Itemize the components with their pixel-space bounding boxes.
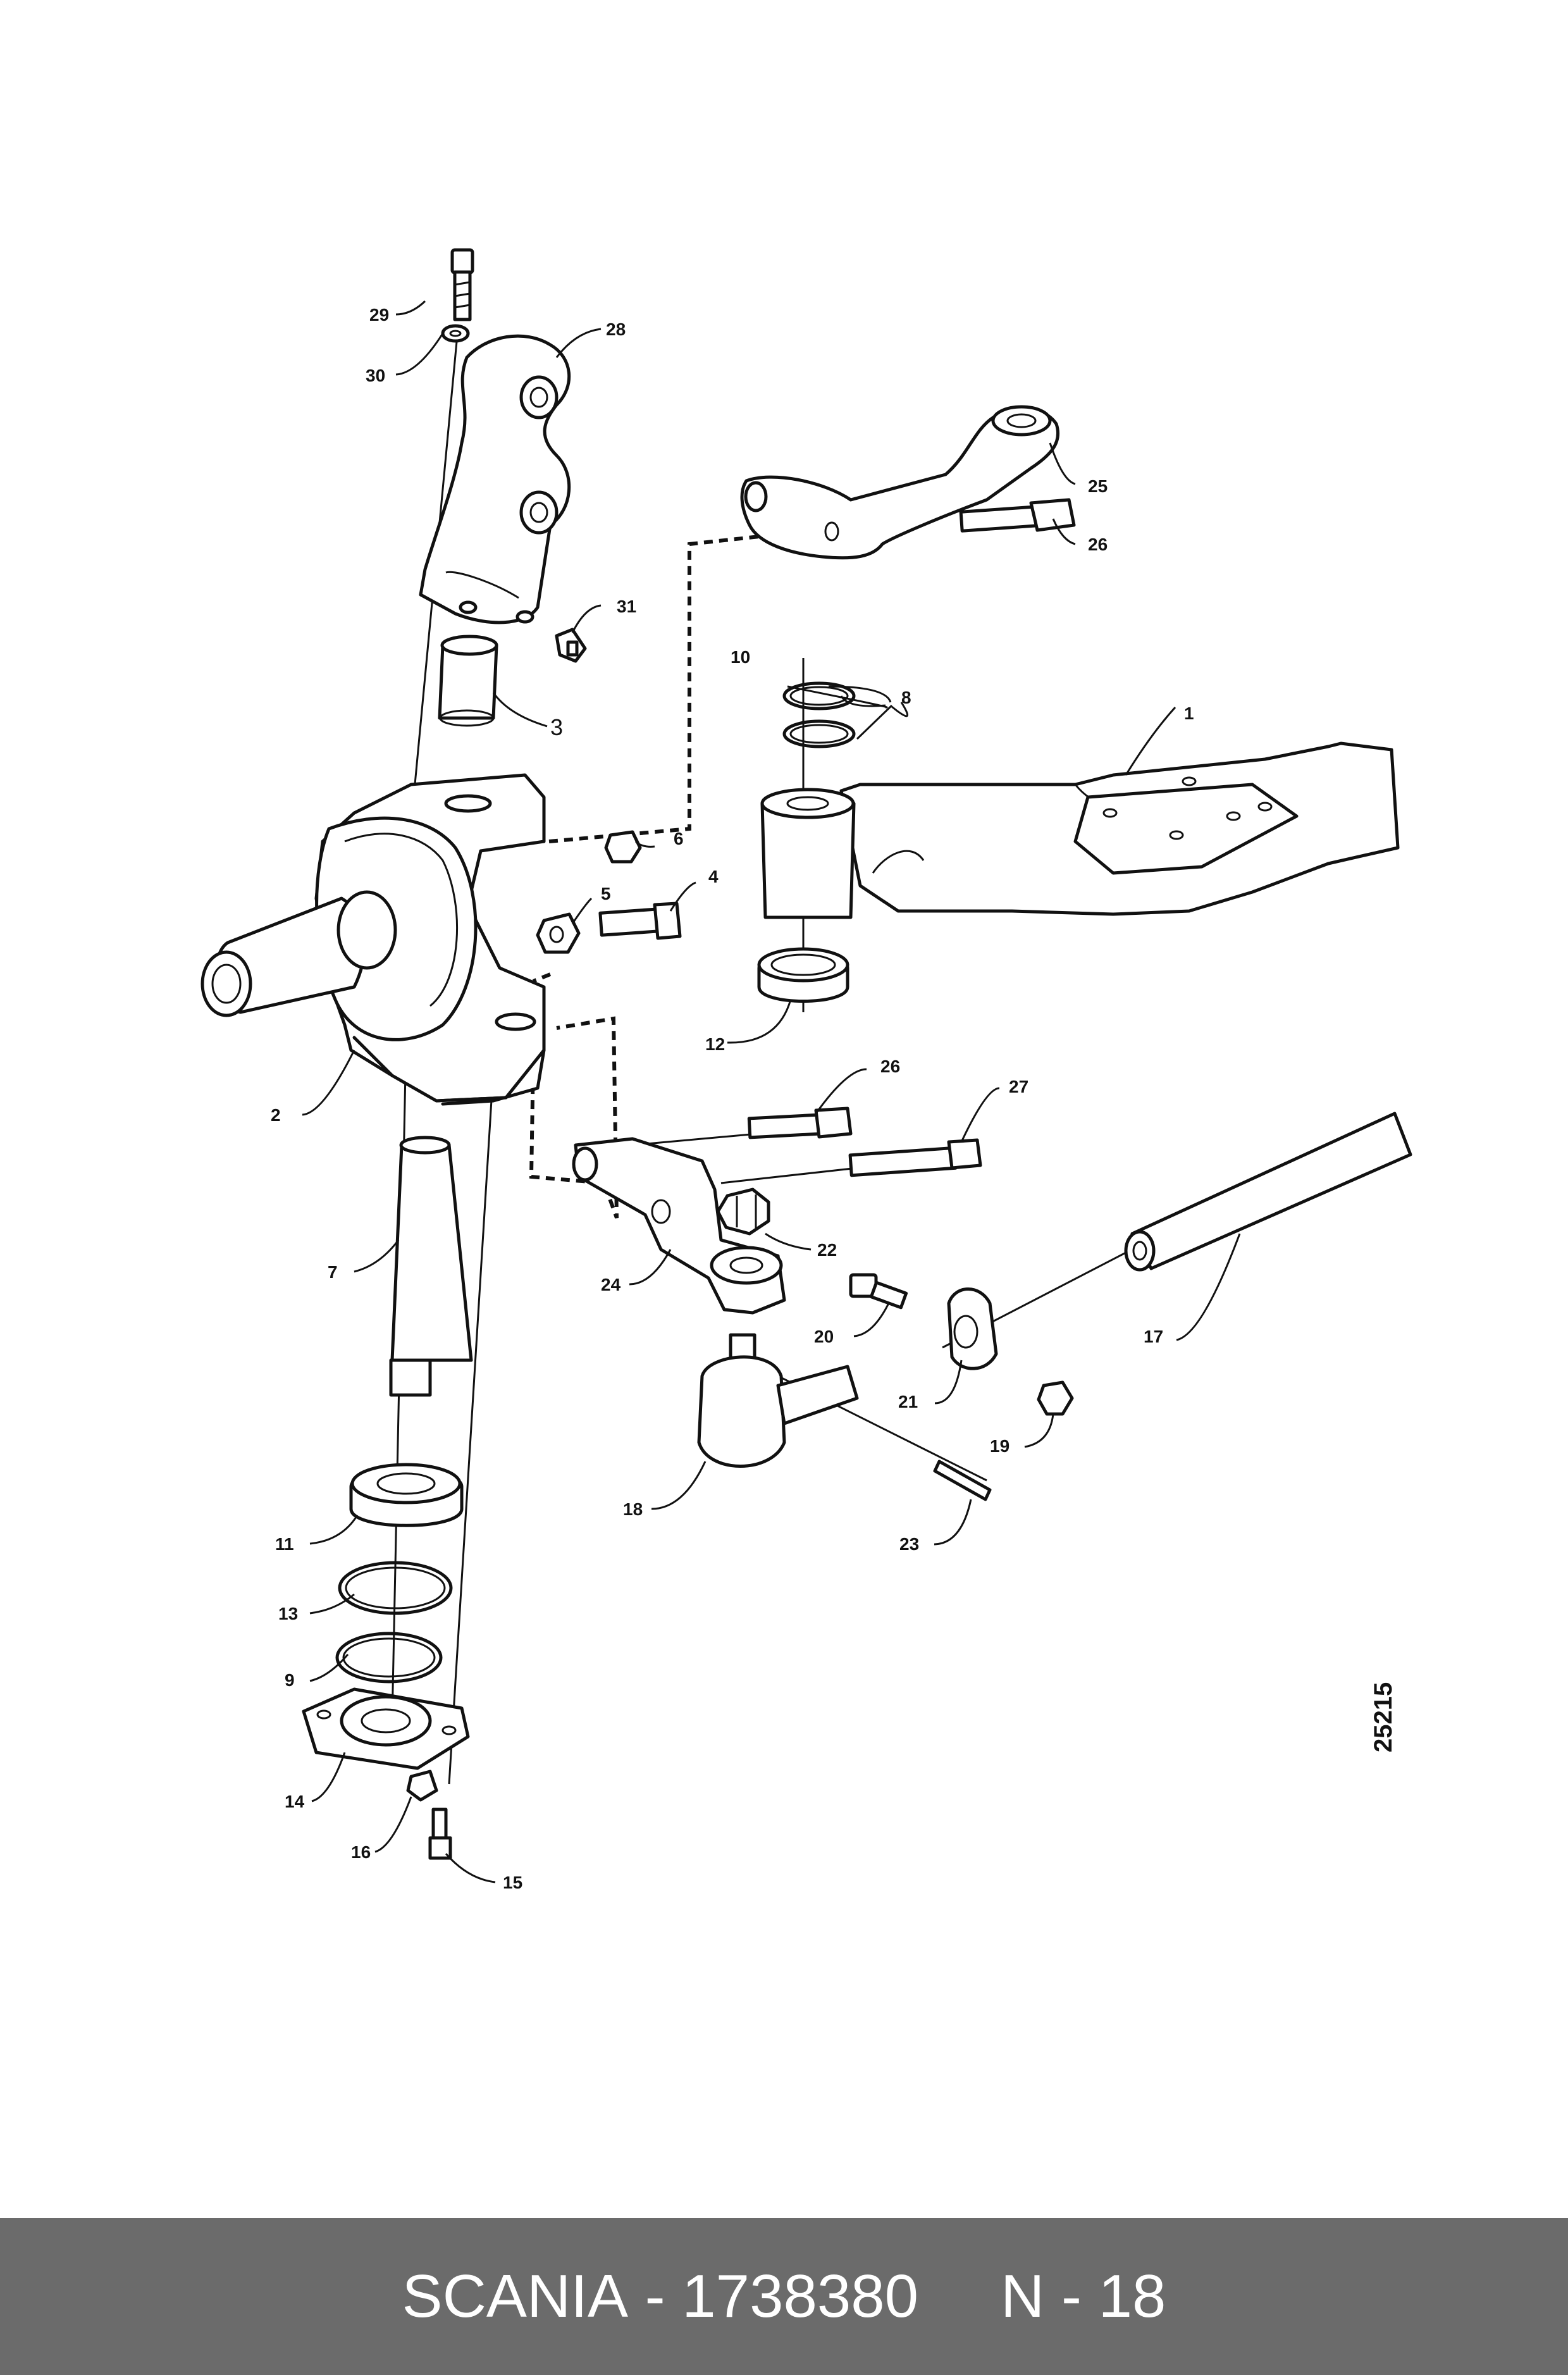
callout-29: 29 <box>369 305 389 325</box>
callout-3: 3 <box>550 714 563 740</box>
bushing-3 <box>438 635 498 727</box>
part-number: 1738380 <box>682 2262 919 2330</box>
cover-14 <box>302 1687 470 1770</box>
ring-10 <box>782 681 856 710</box>
dashed-link-lines <box>529 526 836 1219</box>
callout-21: 21 <box>898 1392 918 1411</box>
nut-5 <box>536 912 581 954</box>
callout-28: 28 <box>606 319 626 339</box>
callout-7: 7 <box>328 1262 338 1282</box>
callout-12: 12 <box>705 1034 725 1054</box>
callout-6: 6 <box>674 829 684 848</box>
callout-labels: 29 30 28 31 3 25 26 10 8 1 6 5 4 12 2 26… <box>271 305 1194 1892</box>
callout-10: 10 <box>731 647 750 667</box>
callout-11: 11 <box>275 1534 294 1554</box>
brand-name: SCANIA <box>402 2262 628 2330</box>
callout-1: 1 <box>1184 704 1194 723</box>
callout-25: 25 <box>1088 476 1108 496</box>
steering-arm-28 <box>419 334 571 624</box>
callout-23: 23 <box>899 1534 919 1554</box>
steering-knuckle-2 <box>201 773 546 1106</box>
callout-31: 31 <box>617 597 636 616</box>
seal-12 <box>757 947 849 1003</box>
drawing-number: 25215 <box>1369 1682 1397 1752</box>
callout-8: 8 <box>901 688 911 707</box>
bolt-15 <box>428 1808 452 1860</box>
nut-6 <box>604 830 642 864</box>
grease-nipple-31 <box>555 628 587 663</box>
ring-8 <box>782 719 856 748</box>
footer-separator: - <box>645 2262 665 2330</box>
exploded-parts-diagram: 29 30 28 31 3 25 26 10 8 1 6 5 4 12 2 26… <box>201 248 1412 1892</box>
callout-14: 14 <box>285 1792 305 1811</box>
callout-26-lower: 26 <box>880 1057 900 1076</box>
castle-nut-22 <box>716 1188 770 1236</box>
bolt-26-lower <box>747 1107 853 1139</box>
bolt-26-upper <box>959 498 1076 533</box>
nut-19 <box>1037 1380 1074 1416</box>
callout-13: 13 <box>278 1604 298 1623</box>
leader-lines <box>302 300 1241 1883</box>
bolt-4 <box>598 902 682 940</box>
callout-4: 4 <box>708 867 719 886</box>
callout-22: 22 <box>817 1240 837 1260</box>
callout-16: 16 <box>351 1842 371 1862</box>
callout-30: 30 <box>366 366 385 385</box>
steering-arm-24 <box>572 1137 786 1315</box>
ring-9 <box>335 1632 443 1684</box>
callout-26-upper: 26 <box>1088 535 1108 554</box>
bearing-11 <box>349 1463 464 1527</box>
bolt-29 <box>450 248 474 321</box>
king-pin-7 <box>389 1136 473 1397</box>
callout-19: 19 <box>990 1436 1009 1456</box>
callout-24: 24 <box>601 1275 621 1294</box>
callout-2: 2 <box>271 1105 281 1125</box>
bolt-20 <box>849 1273 908 1310</box>
callout-20: 20 <box>814 1327 834 1346</box>
tie-rod-end-18 <box>697 1333 859 1468</box>
callout-17: 17 <box>1144 1327 1163 1346</box>
page-reference: N - 18 <box>1001 2262 1166 2330</box>
steering-arm-25 <box>740 405 1060 560</box>
axle-beam-1 <box>760 741 1400 919</box>
washer-30 <box>441 324 470 343</box>
cotter-pin-23 <box>933 1460 992 1501</box>
bolt-27 <box>848 1138 982 1177</box>
ring-13 <box>338 1561 453 1615</box>
callout-9: 9 <box>285 1670 295 1690</box>
tie-rod-17 <box>1124 1112 1412 1272</box>
callout-5: 5 <box>601 884 611 903</box>
footer-bar: SCANIA - 1738380 N - 18 <box>0 2218 1568 2375</box>
grease-nipple-16 <box>406 1770 438 1802</box>
callout-15: 15 <box>503 1873 522 1892</box>
callout-27: 27 <box>1009 1077 1028 1096</box>
callout-18: 18 <box>623 1499 643 1519</box>
clamp-21 <box>947 1287 998 1370</box>
